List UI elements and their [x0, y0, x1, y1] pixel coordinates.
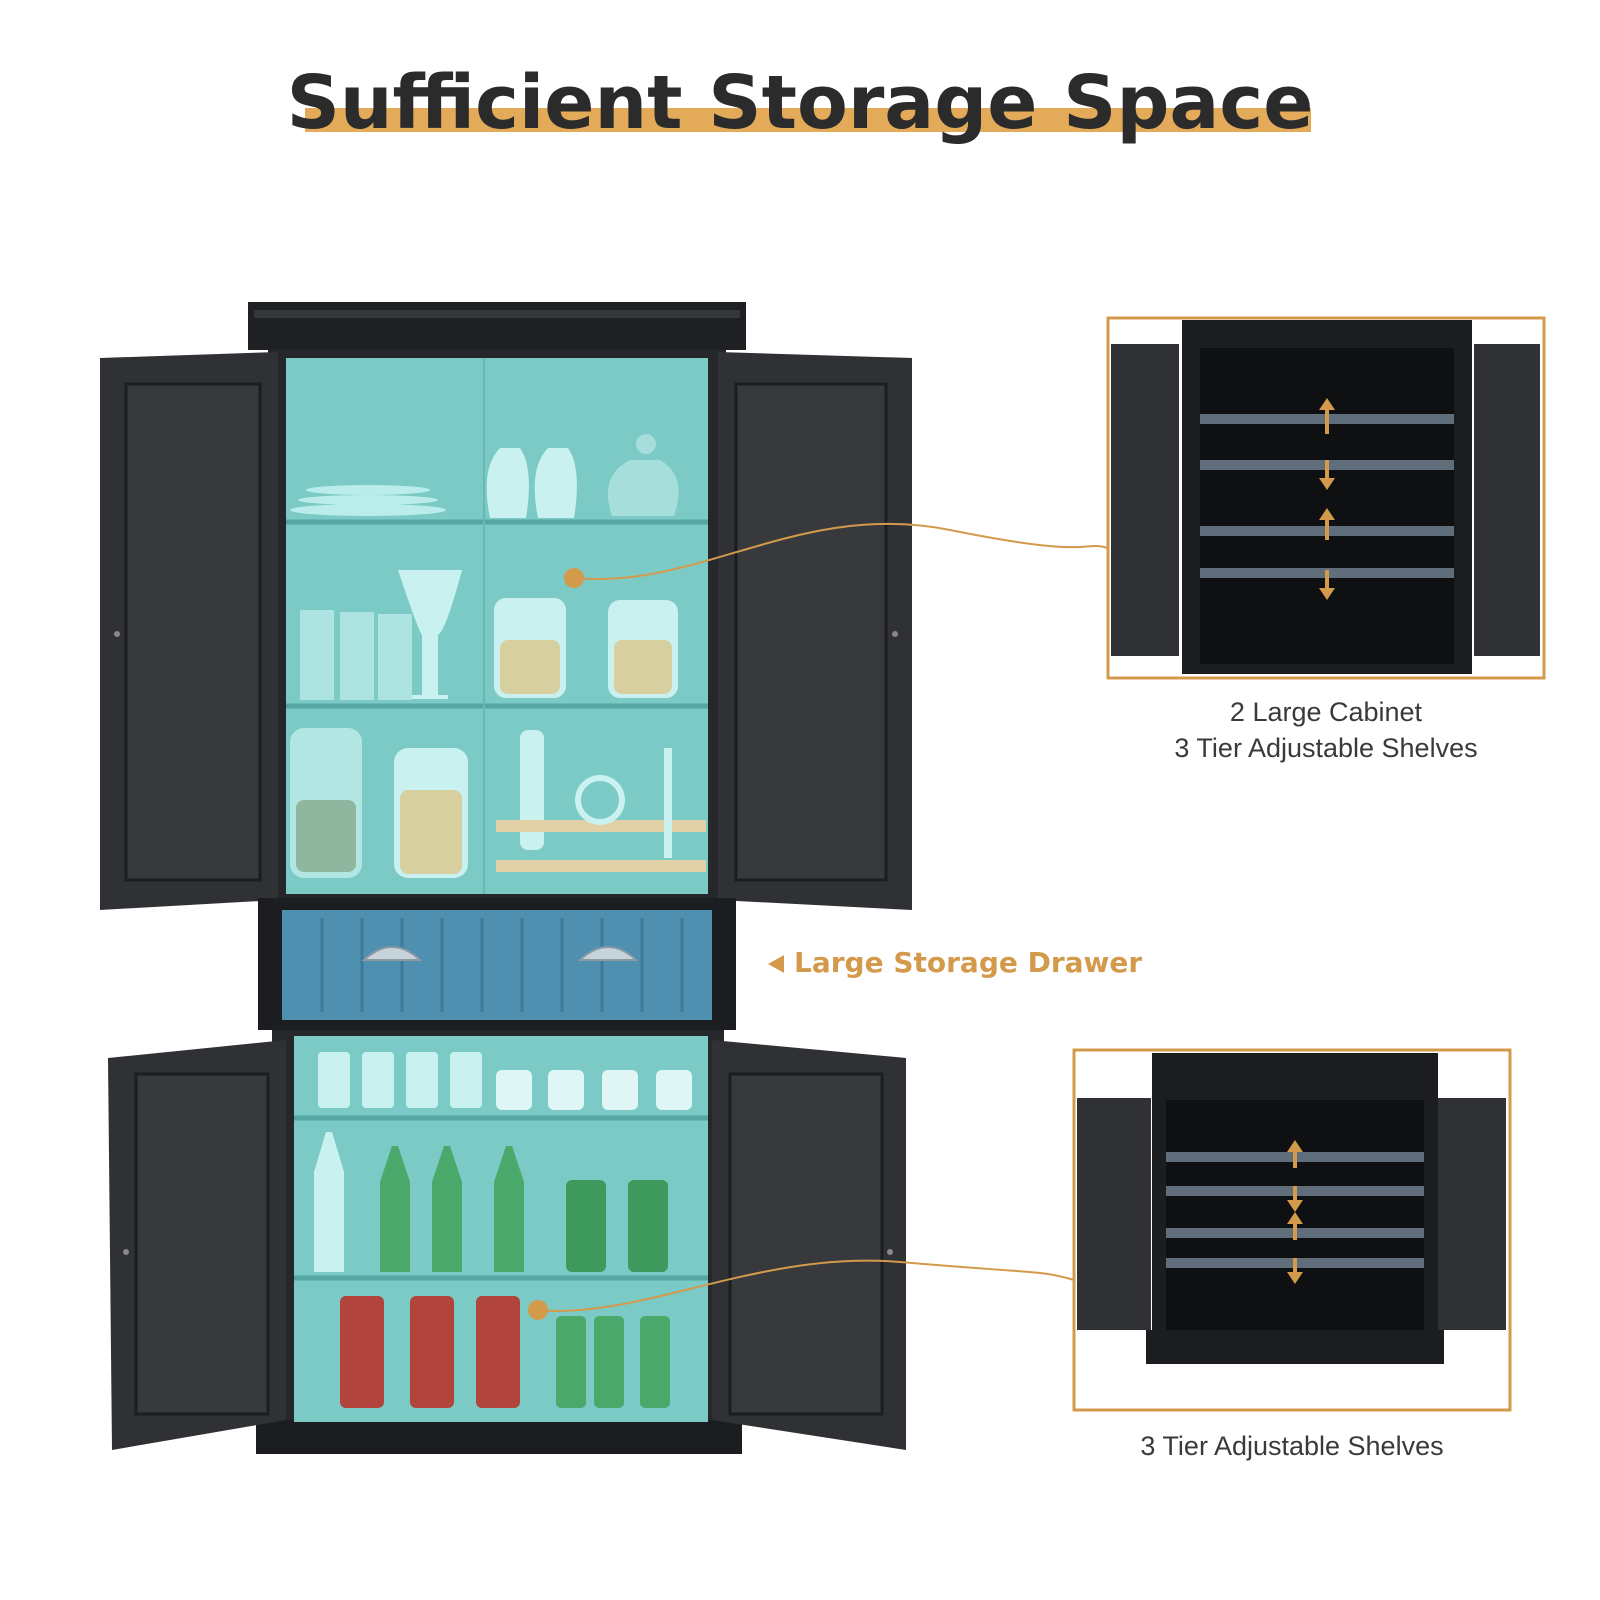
upper-cabinet-interior [286, 358, 708, 894]
lower-left-door [108, 1040, 286, 1450]
upper-detail-inset [1106, 316, 1546, 680]
drawer [258, 898, 736, 1030]
callout-dot-upper [564, 568, 584, 588]
title-underline [305, 108, 1311, 132]
upper-caption-line1: 2 Large Cabinet [1229, 697, 1423, 727]
heading: Sufficient Storage Space [0, 58, 1600, 148]
lower-cabinet-interior [294, 1036, 708, 1422]
lower-caption-line1: 3 Tier Adjustable Shelves [1140, 1431, 1444, 1461]
upper-inset-caption: 2 Large Cabinet 3 Tier Adjustable Shelve… [1108, 694, 1544, 766]
upper-caption-line2: 3 Tier Adjustable Shelves [1174, 733, 1478, 763]
lower-right-door [712, 1040, 906, 1450]
callout-dot-lower [528, 1300, 548, 1320]
lower-detail-inset [1072, 1048, 1512, 1412]
upper-right-door [718, 352, 912, 910]
drawer-pointer-icon [768, 955, 784, 973]
drawer-callout-label: Large Storage Drawer [794, 946, 1143, 979]
callout-lines [537, 522, 1109, 1312]
lower-inset-caption: 3 Tier Adjustable Shelves [1074, 1428, 1510, 1464]
page-title: Sufficient Storage Space [286, 60, 1314, 146]
upper-left-door [100, 352, 278, 910]
cabinet-image [100, 302, 912, 1454]
